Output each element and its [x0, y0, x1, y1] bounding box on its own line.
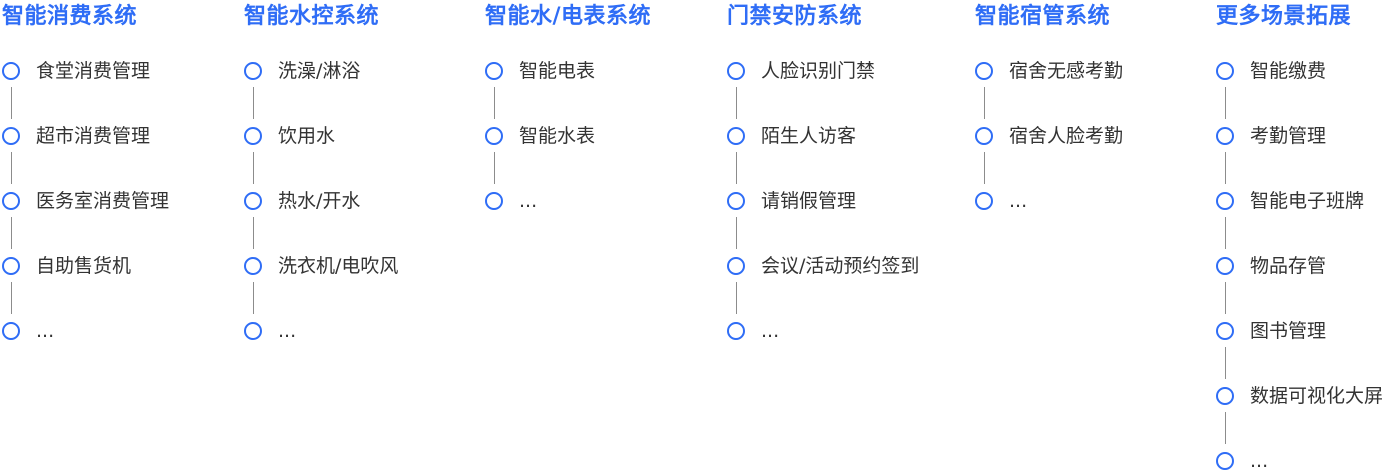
timeline-connector [11, 87, 12, 119]
column-title: 智能水控系统 [244, 4, 380, 29]
timeline-connector [253, 152, 254, 184]
timeline-connector [984, 152, 985, 184]
circle-outline-icon [244, 192, 262, 210]
circle-outline-icon [2, 322, 20, 340]
list-item-label: 洗澡/淋浴 [278, 60, 361, 82]
list-item-label: 图书管理 [1250, 320, 1327, 342]
column-title: 更多场景拓展 [1216, 4, 1352, 29]
circle-outline-icon [1216, 387, 1234, 405]
list-item-label: 智能缴费 [1250, 60, 1327, 82]
timeline-connector [1225, 152, 1226, 184]
timeline-connector [1225, 412, 1226, 444]
circle-outline-icon [1216, 257, 1234, 275]
timeline-connector [11, 217, 12, 249]
column-title: 智能水/电表系统 [485, 4, 652, 29]
list-item-label: ... [1009, 190, 1028, 212]
timeline-connector [736, 87, 737, 119]
list-item-label: 陌生人访客 [761, 125, 857, 147]
circle-outline-icon [2, 257, 20, 275]
timeline-connector [1225, 87, 1226, 119]
timeline-connector [494, 87, 495, 119]
timeline-connector [253, 87, 254, 119]
circle-outline-icon [1216, 62, 1234, 80]
column-title: 门禁安防系统 [727, 4, 863, 29]
circle-outline-icon [975, 127, 993, 145]
circle-outline-icon [2, 127, 20, 145]
list-item-label: 请销假管理 [761, 190, 857, 212]
list-item-label: 智能水表 [519, 125, 596, 147]
timeline-connector [253, 282, 254, 314]
circle-outline-icon [727, 322, 745, 340]
list-item-label: 会议/活动预约签到 [761, 255, 920, 277]
timeline-connector [1225, 282, 1226, 314]
list-item-label: ... [36, 320, 55, 342]
list-item-label: 智能电表 [519, 60, 596, 82]
circle-outline-icon [727, 62, 745, 80]
list-item-label: 物品存管 [1250, 255, 1327, 277]
list-item-label: ... [519, 190, 538, 212]
column-title: 智能消费系统 [2, 4, 138, 29]
circle-outline-icon [2, 62, 20, 80]
timeline-connector [1225, 217, 1226, 249]
list-item-label: 饮用水 [278, 125, 336, 147]
circle-outline-icon [975, 192, 993, 210]
circle-outline-icon [1216, 127, 1234, 145]
circle-outline-icon [1216, 192, 1234, 210]
circle-outline-icon [244, 62, 262, 80]
list-item-label: ... [1250, 450, 1269, 472]
circle-outline-icon [485, 62, 503, 80]
timeline-connector [736, 217, 737, 249]
list-item-label: 医务室消费管理 [36, 190, 170, 212]
list-item-label: 热水/开水 [278, 190, 361, 212]
circle-outline-icon [727, 127, 745, 145]
list-item-label: 宿舍无感考勤 [1009, 60, 1124, 82]
list-item-label: 自助售货机 [36, 255, 132, 277]
circle-outline-icon [1216, 452, 1234, 470]
list-item-label: 人脸识别门禁 [761, 60, 876, 82]
circle-outline-icon [485, 192, 503, 210]
list-item-label: 数据可视化大屏 [1250, 385, 1384, 407]
timeline-connector [11, 152, 12, 184]
circle-outline-icon [975, 62, 993, 80]
list-item-label: 宿舍人脸考勤 [1009, 125, 1124, 147]
circle-outline-icon [727, 257, 745, 275]
circle-outline-icon [244, 127, 262, 145]
list-item-label: ... [278, 320, 297, 342]
list-item-label: 考勤管理 [1250, 125, 1327, 147]
timeline-connector [984, 87, 985, 119]
timeline-connector [253, 217, 254, 249]
circle-outline-icon [2, 192, 20, 210]
list-item-label: 食堂消费管理 [36, 60, 151, 82]
circle-outline-icon [727, 192, 745, 210]
list-item-label: 智能电子班牌 [1250, 190, 1365, 212]
timeline-connector [736, 282, 737, 314]
circle-outline-icon [244, 257, 262, 275]
list-item-label: 洗衣机/电吹风 [278, 255, 399, 277]
list-item-label: ... [761, 320, 780, 342]
timeline-connector [11, 282, 12, 314]
column-title: 智能宿管系统 [975, 4, 1111, 29]
circle-outline-icon [1216, 322, 1234, 340]
timeline-connector [494, 152, 495, 184]
list-item-label: 超市消费管理 [36, 125, 151, 147]
circle-outline-icon [485, 127, 503, 145]
circle-outline-icon [244, 322, 262, 340]
timeline-connector [736, 152, 737, 184]
timeline-connector [1225, 347, 1226, 379]
